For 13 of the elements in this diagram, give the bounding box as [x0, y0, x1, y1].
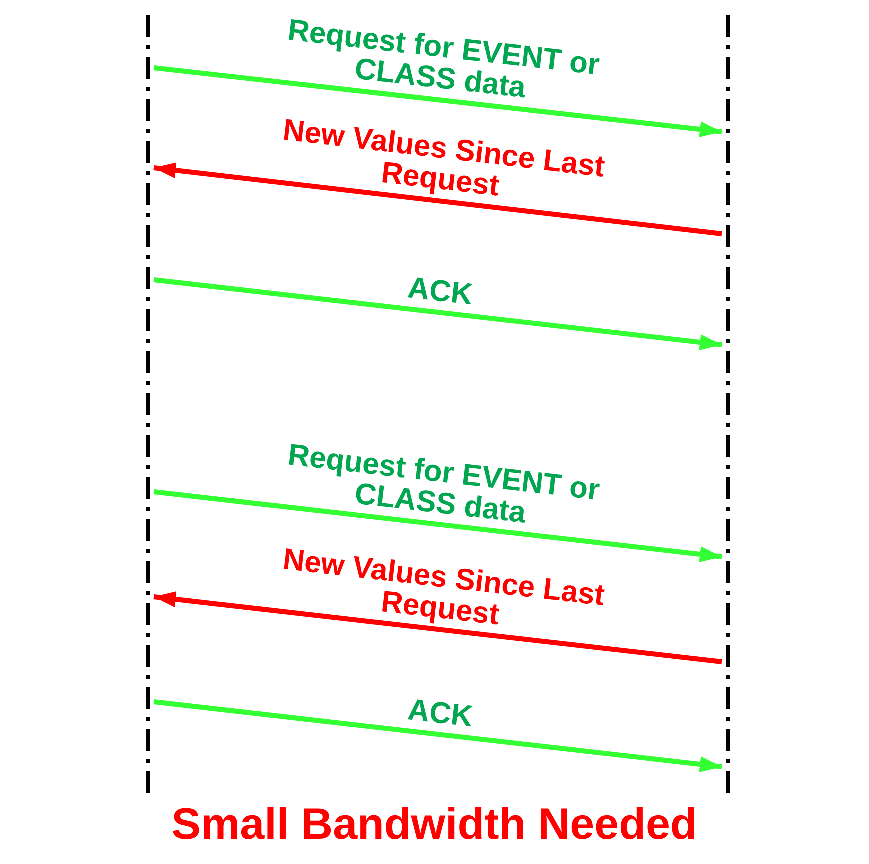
arrow [154, 278, 722, 350]
edge-label: Request for EVENT or CLASS data [285, 438, 603, 532]
edge-label: Request for EVENT or CLASS data [285, 14, 602, 107]
diagram-caption: Small Bandwidth Needed [172, 800, 698, 849]
edge-label: New Values Since Last Request [280, 114, 608, 205]
arrow [154, 162, 722, 236]
arrow [154, 490, 722, 562]
edge-label: New Values Since Last Request [280, 543, 608, 634]
edge-label: ACK [405, 270, 476, 314]
arrow [154, 66, 722, 138]
arrow [154, 592, 722, 664]
arrow [154, 700, 722, 772]
edge-label: ACK [405, 692, 476, 736]
